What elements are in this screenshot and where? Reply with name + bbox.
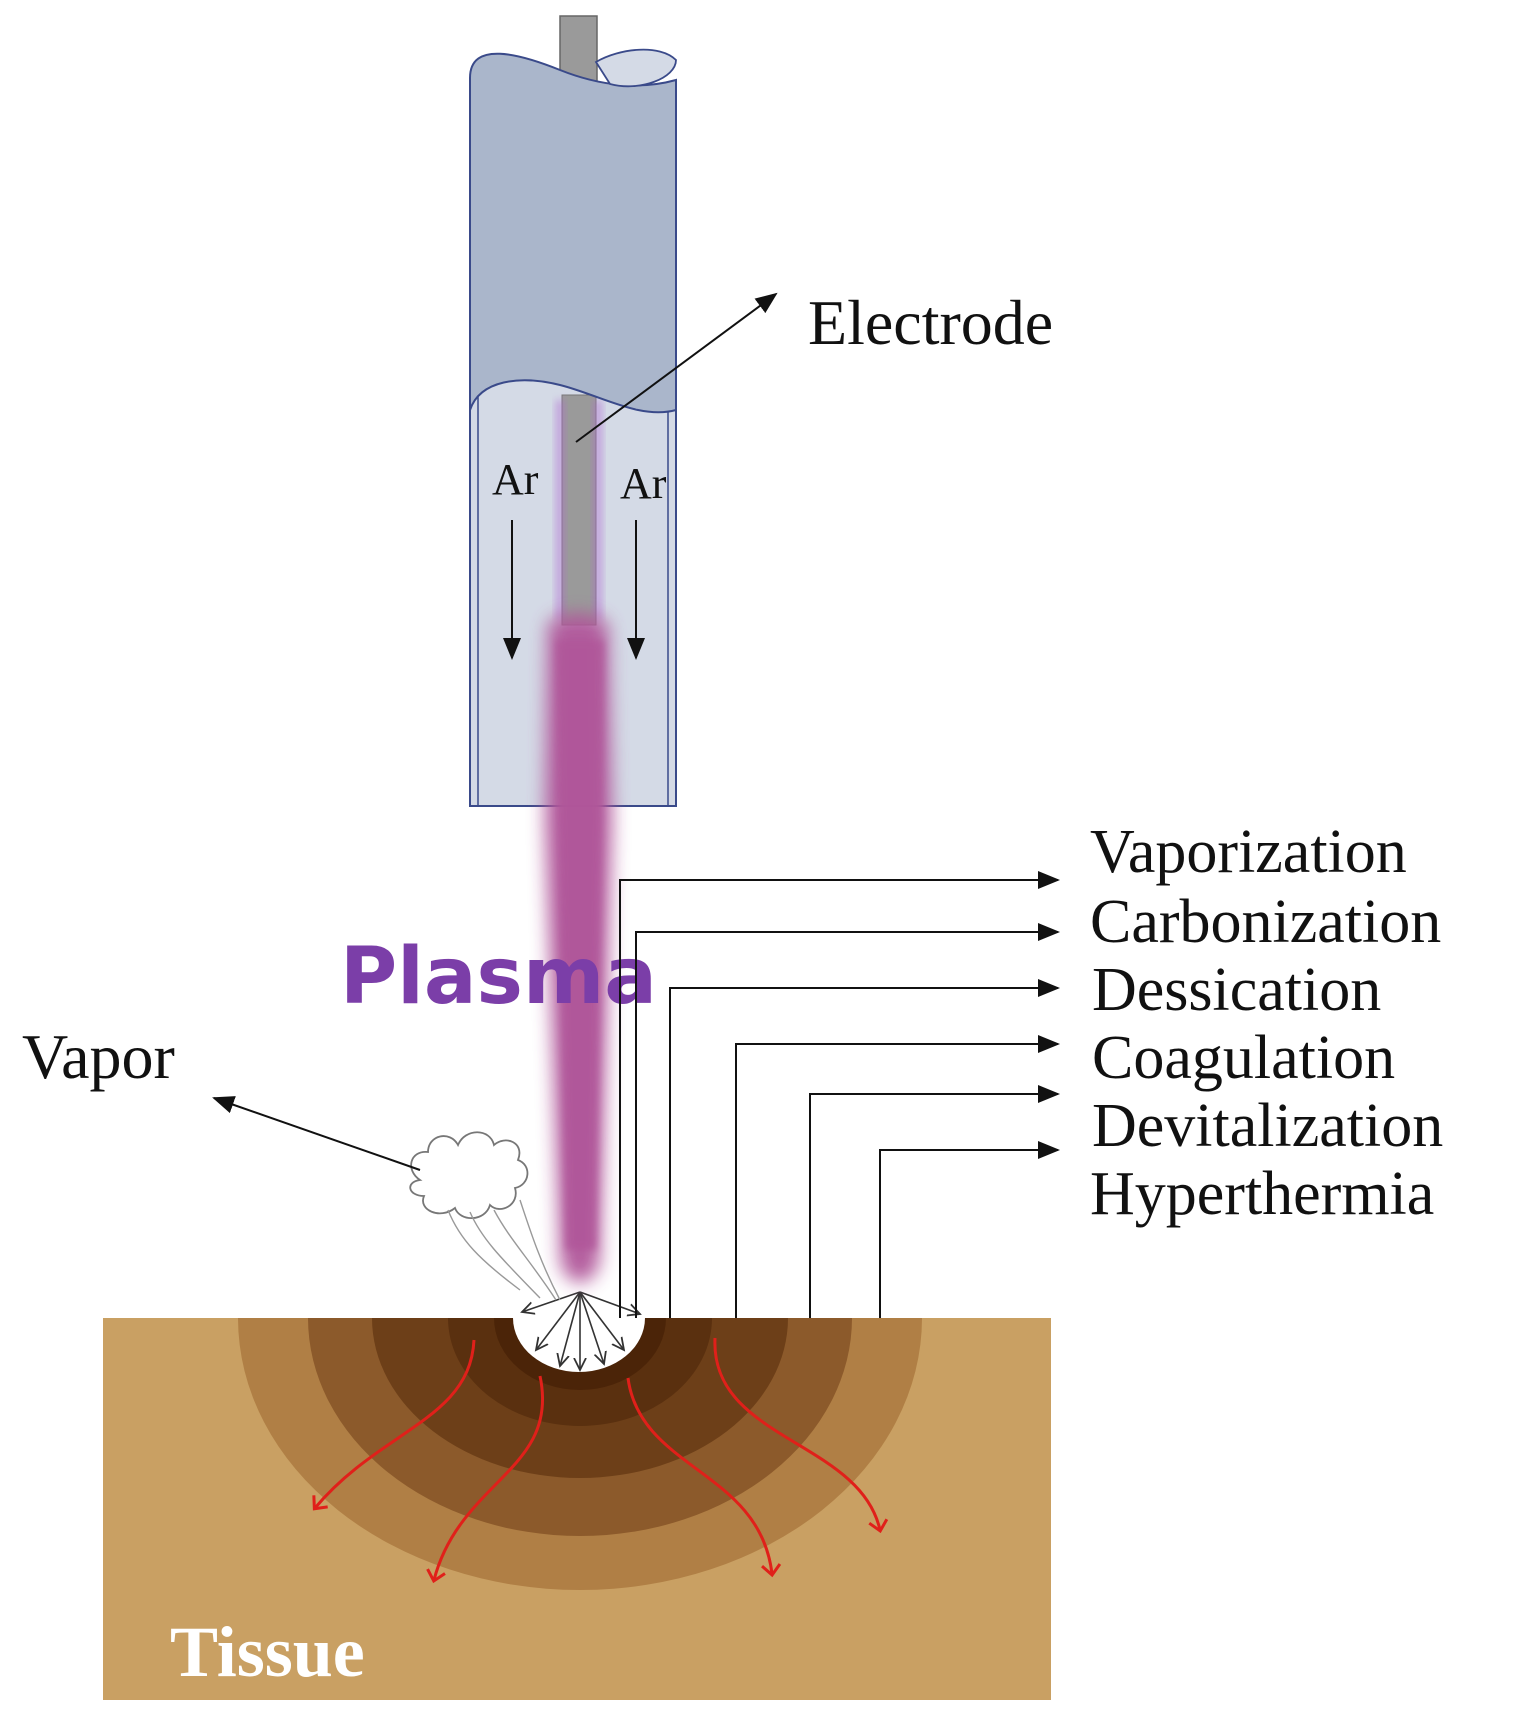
electrode-rod [561,394,597,626]
effect-leader-line [735,1035,1060,1318]
argon-label-right: Ar [620,459,667,508]
effect-item-devitalization: Devitalization [809,1085,1443,1318]
plasma-label: Plasma [340,932,657,1022]
electrode-pointer-arrow [575,292,778,443]
effect-label: Carbonization [1090,888,1441,956]
crater-arrows [522,1291,640,1370]
effect-leader-line [879,1141,1060,1318]
tissue-label: Tissue [170,1612,365,1692]
effect-label: Hyperthermia [1090,1160,1434,1228]
effect-label: Coagulation [1092,1024,1395,1092]
effect-leader-line [619,871,1060,1318]
effect-label: Vaporization [1090,818,1407,886]
heat-diffusion-arrows [312,1337,889,1584]
effect-leader-line [635,923,1060,1318]
effect-leader-line [809,1085,1060,1318]
argon-label-left: Ar [492,455,539,504]
effect-leader-line [669,979,1060,1318]
effect-item-hyperthermia: Hyperthermia [879,1141,1434,1318]
tissue-block: Tissue [103,1318,1051,1700]
heat-arrow [713,1337,889,1534]
vapor-cloud [409,1131,561,1301]
heat-arrow [312,1339,476,1511]
argon-applicator: Ar Ar [469,15,677,807]
vapor-pointer-arrow [212,1096,421,1171]
effect-label: Dessication [1092,956,1381,1024]
effect-label: Devitalization [1092,1092,1443,1160]
effect-item-vaporization: Vaporization [619,818,1407,1318]
plasma-jet [545,613,612,1283]
vapor-label: Vapor [22,1021,175,1092]
electrode-label: Electrode [808,287,1053,358]
effect-item-dessication: Dessication [669,956,1381,1318]
tube-outer-sleeve [469,52,677,414]
thermal-effects-list: Vaporization Carbonization Dessication C… [619,818,1443,1318]
heat-arrow [626,1377,782,1578]
effect-item-carbonization: Carbonization [635,888,1441,1318]
effect-item-coagulation: Coagulation [735,1024,1395,1318]
tissue-crater [513,1318,645,1372]
heat-arrow [426,1375,544,1584]
